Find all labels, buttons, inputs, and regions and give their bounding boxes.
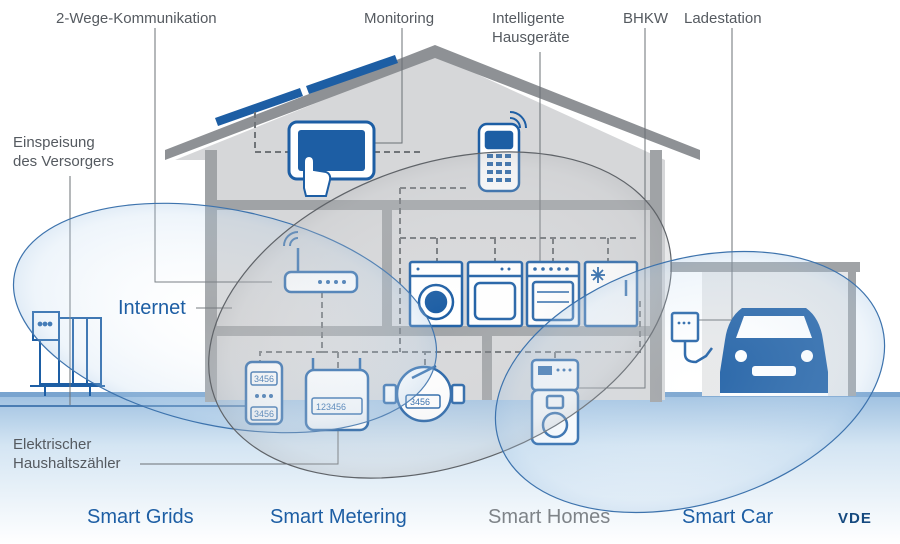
footer-smart-metering: Smart Metering	[270, 506, 407, 528]
solar-panels	[215, 55, 398, 126]
label-internet: Internet	[118, 297, 186, 319]
label-supplier-feed: Einspeisung des Versorgers	[13, 134, 114, 170]
footer-smart-homes: Smart Homes	[488, 506, 611, 528]
tablet-icon	[287, 120, 376, 197]
label-smart-appliances: Intelligente Hausgeräte	[492, 10, 570, 46]
label-monitoring: Monitoring	[364, 10, 435, 27]
vde-logo: VDE	[838, 510, 872, 527]
label-two-way-communication: 2-Wege-Kommunikation	[56, 10, 217, 27]
label-household-meter: Elektrischer Haushaltszähler	[13, 436, 121, 472]
smart-car-zone	[494, 250, 886, 514]
footer-smart-grids: Smart Grids	[87, 506, 194, 528]
label-chp: BHKW	[623, 10, 668, 27]
label-charging-station: Ladestation	[684, 10, 762, 27]
footer-smart-car: Smart Car	[682, 506, 774, 528]
